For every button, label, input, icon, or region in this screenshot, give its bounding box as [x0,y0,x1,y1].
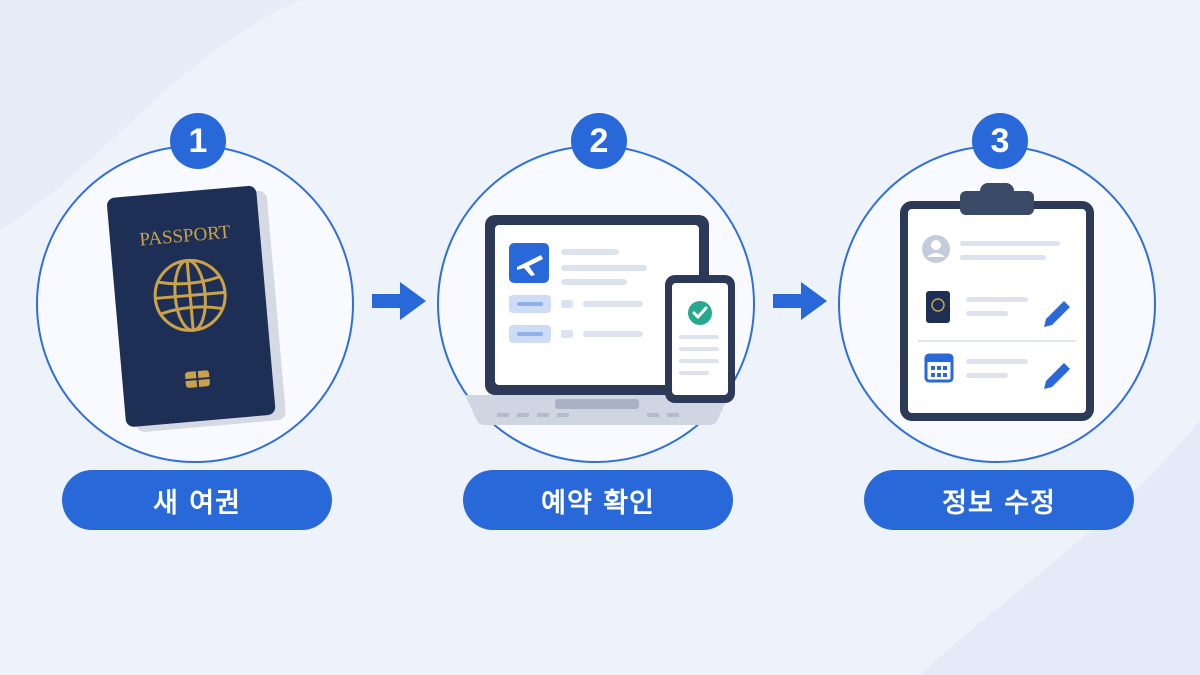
step-label: 예약 확인 [463,470,733,530]
step-2: 2 예약 확인 [433,113,763,533]
laptop-phone-booking-icon [465,215,735,425]
step-label: 정보 수정 [864,470,1134,530]
passport-icon: PASSPORT [107,185,286,432]
arrow-right-icon [773,282,827,320]
clipboard-form-icon [900,183,1094,421]
step-number-badge: 3 [972,113,1028,169]
step-1: PASSPORT 1 새 여권 [32,113,362,533]
step-number-badge: 1 [170,113,226,169]
step-3: 3 정보 수정 [834,113,1164,533]
step-label: 새 여권 [62,470,332,530]
step-number-badge: 2 [571,113,627,169]
arrow-right-icon [372,282,426,320]
